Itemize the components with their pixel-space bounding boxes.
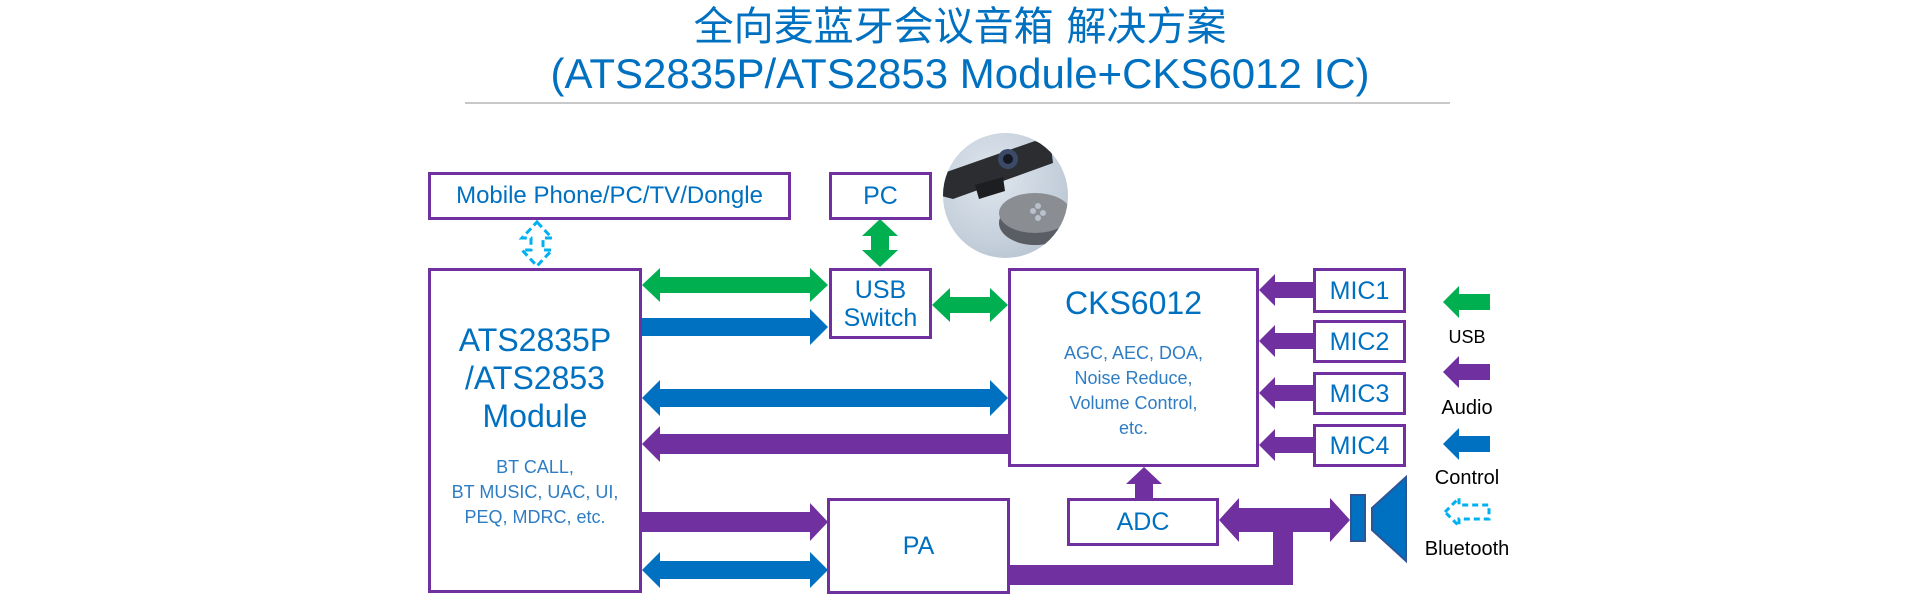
audio-arrow-mic4 [1259,429,1313,461]
adc-block: ADC [1067,498,1219,546]
audio-arrow-mic2 [1259,325,1313,357]
title-line-1: 全向麦蓝牙会议音箱 解决方案 [693,4,1227,50]
mic1-label: MIC1 [1329,276,1390,305]
control-arrow-ats-switch [642,309,828,345]
audio-arrow-ats-pa [642,503,828,541]
audio-arrow-adc-cks [1126,467,1162,498]
mic2-block: MIC2 [1313,320,1406,363]
pa-label: PA [902,532,935,560]
mic4-block: MIC4 [1313,424,1406,467]
usb-arrow-ats-switch [642,268,828,302]
usb-switch-block: USB Switch [829,268,932,339]
cks-feature-4: etc. [1118,418,1148,438]
legend-usb-arrow-icon [1443,286,1490,318]
legend-control-label: Control [1434,467,1500,489]
title-divider [465,102,1450,104]
legend-audio-arrow-icon [1443,356,1490,388]
mobile-phone-block: Mobile Phone/PC/TV/Dongle [428,172,791,220]
audio-arrow-mic1 [1259,274,1313,306]
mic2-label: MIC2 [1329,327,1390,356]
mic4-label: MIC4 [1329,431,1390,460]
speaker-cone-icon [1371,474,1407,564]
audio-arrow-cks-ats [642,426,1008,462]
legend-bluetooth-arrow-icon [1442,494,1491,530]
legend-audio-label: Audio [1441,397,1493,419]
cks-feature-3: Volume Control, [1069,393,1198,413]
cks-feature-1: AGC, AEC, DOA, [1063,343,1204,363]
audio-arrow-mic3 [1259,377,1313,409]
cks-feature-2: Noise Reduce, [1074,368,1193,388]
pa-block: PA [827,498,1010,594]
ats-feature-3: PEQ, MDRC, etc. [464,507,606,527]
cks6012-block: CKS6012 AGC, AEC, DOA, Noise Reduce, Vol… [1008,268,1259,467]
pc-label: PC [863,182,898,210]
ats-title-3: Module [482,398,588,434]
bluetooth-arrow-mobile-ats [518,219,556,269]
mic3-block: MIC3 [1313,372,1406,415]
title-line-2: (ATS2835P/ATS2853 Module+CKS6012 IC) [550,50,1370,97]
mobile-phone-label: Mobile Phone/PC/TV/Dongle [456,182,763,209]
control-arrow-ats-cks [642,380,1008,416]
mic3-label: MIC3 [1329,379,1390,408]
ats-module-block: ATS2835P /ATS2853 Module BT CALL, BT MUS… [428,268,642,593]
legend-control-arrow-icon [1443,428,1490,460]
usb-arrow-switch-cks [932,288,1008,322]
audio-arrow-adc-speaker [1219,498,1350,542]
usb-arrow-pc-switch [862,219,898,267]
ats-feature-2: BT MUSIC, UAC, UI, [451,482,619,502]
cks6012-title: CKS6012 [1065,285,1202,321]
product-photo-image [943,141,1068,245]
pc-block: PC [829,172,932,220]
adc-label: ADC [1116,508,1170,536]
audio-line-pa-speaker [1010,530,1293,585]
control-arrow-ats-pa [642,552,828,588]
ats-title-1: ATS2835P [458,322,612,358]
usb-switch-label-2: Switch [843,303,918,332]
speaker-icon [1350,494,1366,542]
usb-switch-label-1: USB [854,275,907,304]
ats-title-2: /ATS2853 [465,360,605,396]
legend-bluetooth-label: Bluetooth [1424,538,1510,560]
ats-feature-1: BT CALL, [496,457,574,477]
legend-usb-label: USB [1448,327,1486,347]
mic1-block: MIC1 [1313,268,1406,313]
product-photo [943,133,1068,258]
